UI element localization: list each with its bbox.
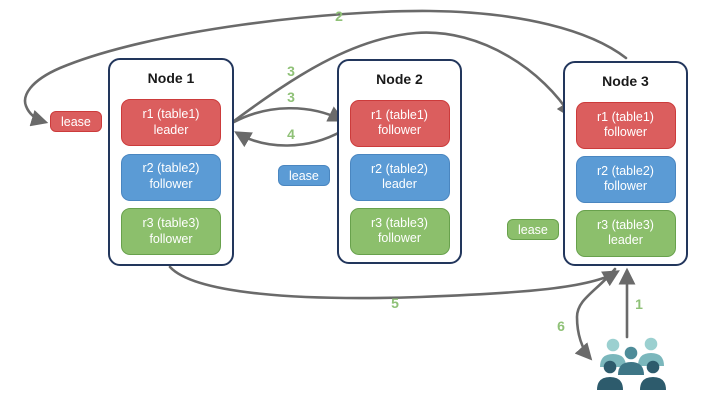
range-role: follower bbox=[377, 123, 422, 138]
node-1-range-r1: r1 (table1) leader bbox=[121, 99, 221, 146]
range-name: r1 (table1) bbox=[142, 106, 200, 121]
range-name: r1 (table1) bbox=[371, 107, 428, 122]
range-role: leader bbox=[608, 233, 643, 248]
range-name: r1 (table1) bbox=[597, 109, 654, 124]
range-role: follower bbox=[603, 179, 648, 194]
lease-label-r2: lease bbox=[278, 165, 330, 186]
node-1-range-r2: r2 (table2) follower bbox=[121, 153, 221, 201]
lease-label-r1: lease bbox=[50, 111, 102, 132]
step-label-3a: 3 bbox=[287, 63, 295, 79]
node-2-title: Node 2 bbox=[376, 71, 423, 87]
node-3: Node 3 r1 (table1) follower r2 (table2) … bbox=[563, 61, 688, 266]
node-1-range-r3: r3 (table3) follower bbox=[121, 208, 221, 255]
range-name: r2 (table2) bbox=[371, 161, 428, 176]
lease-text: lease bbox=[61, 114, 91, 129]
arrow-step-5 bbox=[168, 265, 620, 300]
arrow-step-3-to-node3 bbox=[232, 31, 573, 123]
step-label-4: 4 bbox=[287, 126, 295, 142]
step-label-2: 2 bbox=[335, 8, 343, 24]
step-label-5: 5 bbox=[391, 295, 399, 311]
range-role: follower bbox=[603, 125, 648, 140]
node-3-range-r3: r3 (table3) leader bbox=[575, 210, 676, 257]
range-role: leader bbox=[382, 177, 417, 192]
range-name: r3 (table3) bbox=[371, 215, 428, 230]
range-name: r2 (table2) bbox=[142, 161, 200, 176]
arrow-step-4 bbox=[234, 129, 344, 148]
step-label-3b: 3 bbox=[287, 89, 295, 105]
arrow-step-6 bbox=[574, 267, 617, 361]
node-3-range-r2: r2 (table2) follower bbox=[575, 156, 676, 203]
range-role: follower bbox=[377, 231, 422, 246]
lease-label-r3: lease bbox=[507, 219, 559, 240]
range-role: leader bbox=[153, 122, 189, 137]
arrow-step-3-to-node2 bbox=[232, 106, 346, 124]
range-name: r3 (table3) bbox=[597, 217, 654, 232]
node-2: Node 2 r1 (table1) follower r2 (table2) … bbox=[337, 59, 462, 264]
range-name: r3 (table3) bbox=[142, 215, 200, 230]
step-label-6: 6 bbox=[557, 318, 565, 334]
node-2-range-r3: r3 (table3) follower bbox=[349, 208, 450, 255]
arrow-step-2 bbox=[23, 9, 628, 127]
range-name: r2 (table2) bbox=[597, 163, 654, 178]
users-icon bbox=[597, 337, 666, 390]
node-2-range-r1: r1 (table1) follower bbox=[349, 100, 450, 147]
node-1: Node 1 r1 (table1) leader r2 (table2) fo… bbox=[108, 58, 234, 266]
step-label-1: 1 bbox=[635, 296, 643, 312]
lease-text: lease bbox=[518, 222, 548, 237]
range-role: follower bbox=[149, 231, 193, 246]
node-1-title: Node 1 bbox=[147, 70, 195, 86]
node-3-title: Node 3 bbox=[602, 73, 649, 89]
lease-text: lease bbox=[289, 168, 319, 183]
node-2-range-r2: r2 (table2) leader bbox=[349, 154, 450, 201]
node-3-range-r1: r1 (table1) follower bbox=[575, 102, 676, 149]
range-role: follower bbox=[149, 177, 193, 191]
